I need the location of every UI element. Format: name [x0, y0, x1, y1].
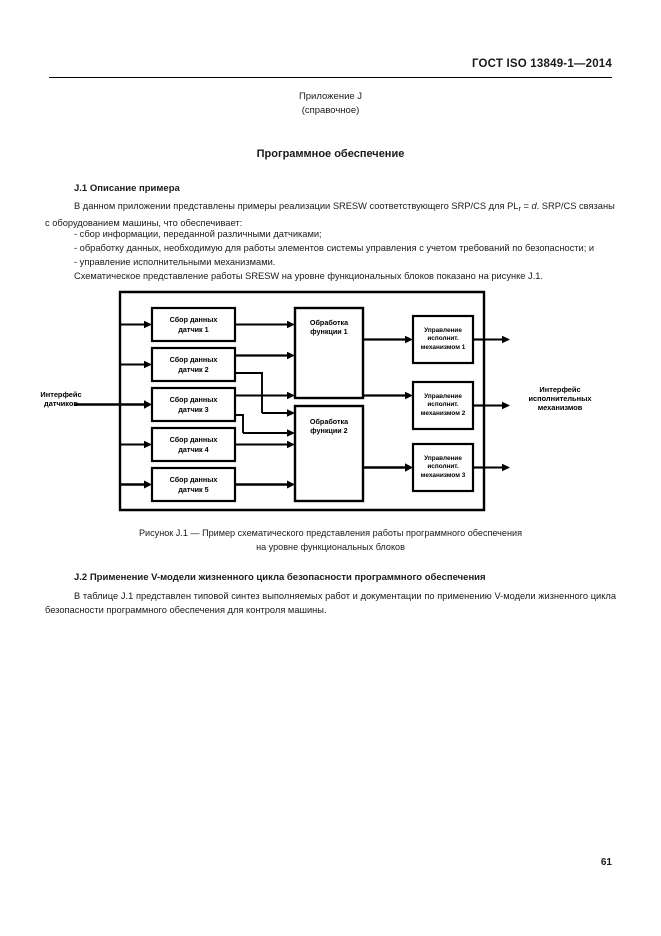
bullet-item-2: - обработку данных, необходимую для рабо…: [74, 243, 595, 253]
annex-title: Приложение J: [298, 91, 363, 102]
page-number: 61: [600, 857, 612, 868]
paragraph-j1-intro-part-b: =: [520, 201, 532, 211]
bullet-item-3: - управление исполнительными механизмами…: [74, 257, 276, 267]
paragraph-j2-intro: В таблице J.1 представлен типовой синтез…: [45, 591, 616, 616]
paragraph-j1-intro-part-a: В данном приложении представлены примеры…: [74, 201, 519, 211]
section-heading-j1: J.1 Описание примера: [74, 183, 180, 194]
figure-caption-line-1: Рисунок J.1 — Пример схематического пред…: [138, 528, 523, 538]
annex-subtitle: (справочное): [301, 105, 360, 116]
annex-main-heading: Программное обеспечение: [256, 148, 405, 160]
header-divider-rule: [49, 77, 612, 78]
figure-j1-diagram: [74, 290, 510, 512]
paragraph-j1-intro-part-c: . SRP/CS связаны с оборудованием машины,…: [45, 201, 615, 229]
section-heading-j2: J.2 Применение V-модели жизненного цикла…: [74, 572, 486, 583]
page-header-standard-number: ГОСТ ISO 13849-1—2014: [471, 58, 612, 70]
figure-caption-line-2: на уровне функциональных блоков: [256, 541, 405, 552]
paragraph-j1-italic-pl: d: [531, 201, 537, 211]
bullet-item-1: - сбор информации, переданной различными…: [74, 229, 322, 239]
figure-label-sensor-interface: Интерфейс датчиков: [40, 390, 82, 408]
paragraph-j1-intro: В данном приложении представлены примеры…: [45, 199, 616, 230]
annex-heading-block: Приложение J (справочное): [0, 90, 661, 118]
figure-label-actuator-interface: Интерфейс исполнительных механизмов: [528, 385, 592, 412]
paragraph-j1-subscript: r: [518, 204, 521, 213]
figure-j1: Интерфейс датчиков Интерфейс исполнитель…: [0, 285, 661, 517]
paragraph-j1-figure-ref: Схематическое представление работы SRESW…: [74, 271, 544, 281]
figure-j1-caption: Рисунок J.1 — Пример схематического пред…: [45, 527, 616, 554]
